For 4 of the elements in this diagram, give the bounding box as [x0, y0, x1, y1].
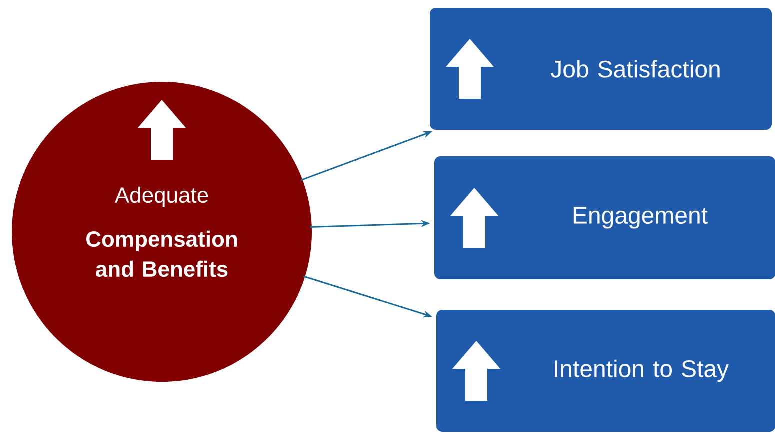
circle-node: Adequate Compensation and Benefits [12, 82, 312, 382]
process-box: Job Satisfaction [430, 8, 772, 130]
process-box: Engagement [434, 156, 775, 280]
process-box: Intention to Stay [436, 310, 775, 432]
